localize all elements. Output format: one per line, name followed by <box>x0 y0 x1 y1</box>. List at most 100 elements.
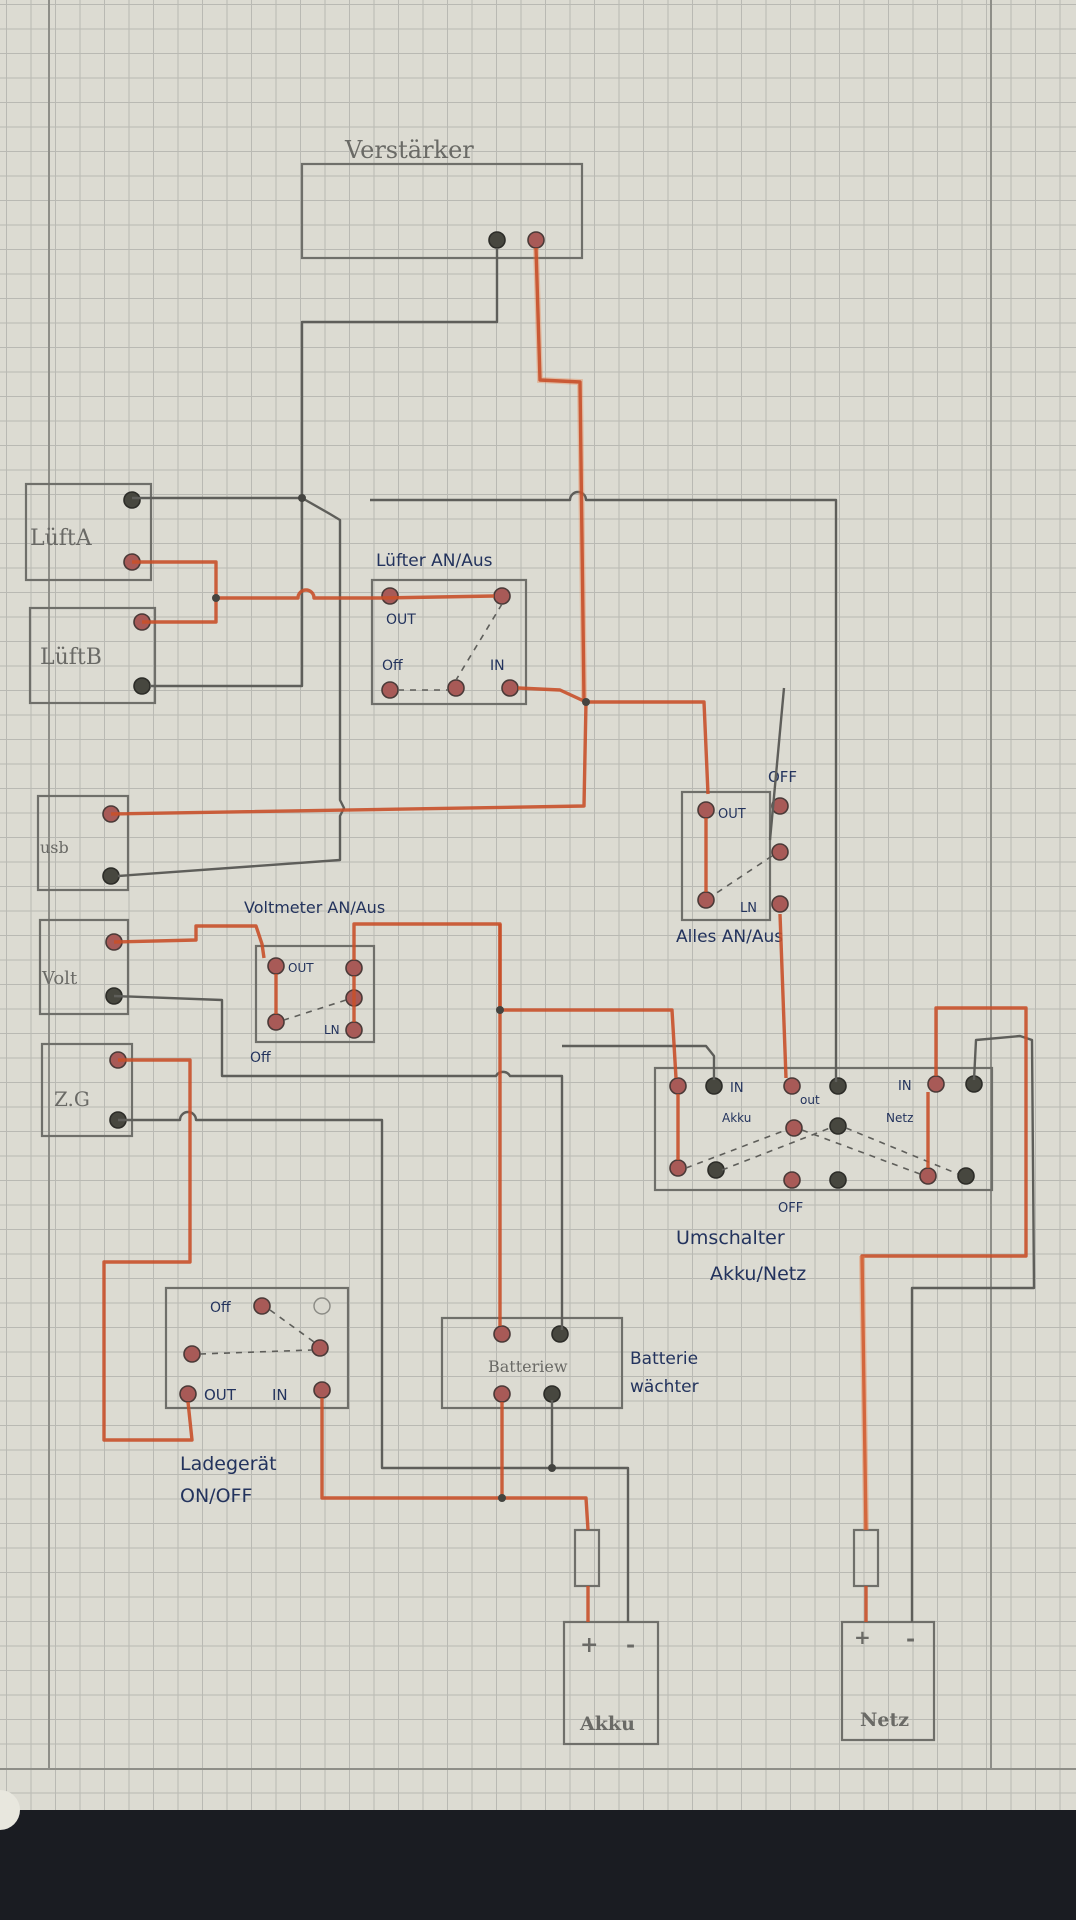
charger-switch-out-label: OUT <box>204 1386 237 1404</box>
battery-minus-label: - <box>626 1632 635 1658</box>
fan-switch-off-label: Off <box>382 658 403 674</box>
changeover-akku-label: Akku <box>722 1111 751 1125</box>
changeover-terminal-7 <box>785 1119 803 1137</box>
changeover-label: Umschalter <box>676 1227 785 1249</box>
mains-plus-label: + <box>854 1625 871 1649</box>
margin-line-bottom <box>0 1768 1076 1770</box>
usb-socket: usb <box>36 794 130 892</box>
notebook-ring <box>0 1790 20 1830</box>
margin-line-left <box>48 0 50 1770</box>
charger-switch-terminal-in <box>313 1381 331 1399</box>
margin-line-right <box>990 0 992 1770</box>
amplifier-label: Verstärker <box>344 136 474 164</box>
voltmeter: Volt <box>38 918 130 1016</box>
charger-switch-terminal-off <box>253 1297 271 1315</box>
changeover-terminal-4 <box>829 1077 847 1095</box>
wiring-diagram: Verstärker LüftA LüftB usb Volt Z.G Lüft… <box>24 136 1036 1746</box>
charger-switch-terminal-open <box>313 1297 331 1315</box>
changeover-in-netz-label: IN <box>898 1079 912 1094</box>
junction-6 <box>548 1464 556 1472</box>
changeover-off-label: OFF <box>778 1201 803 1216</box>
changeover-terminal-10 <box>707 1161 725 1179</box>
battery-guard-terminal-out-minus <box>543 1385 561 1403</box>
changeover-netz-label: Netz <box>886 1111 913 1125</box>
usb-label: usb <box>40 838 69 857</box>
charger-switch-label-2: ON/OFF <box>180 1485 252 1507</box>
main-switch-terminal-out <box>697 801 715 819</box>
cig-label: Z.G <box>54 1087 90 1111</box>
amplifier-terminal-minus <box>488 231 506 249</box>
fan-switch-out-label: OUT <box>386 612 416 628</box>
fan-switch: Lüfter AN/Aus OUT Off IN <box>370 551 528 706</box>
voltmeter-switch-in-label: LN <box>324 1023 340 1037</box>
speaker-a-label: LüftA <box>30 526 93 551</box>
charger-switch-label: Ladegerät <box>180 1453 277 1475</box>
battery-guard-label: Batterie <box>630 1349 698 1369</box>
charger-switch-off-label: Off <box>210 1300 231 1316</box>
charger-switch: Ladegerät ON/OFF Off OUT IN <box>164 1286 350 1507</box>
battery-guard-box-label: Batteriew <box>488 1357 568 1376</box>
fan-switch-terminal-in <box>501 679 519 697</box>
amplifier-terminal-plus <box>527 231 545 249</box>
battery-guard-label-2: wächter <box>630 1377 699 1397</box>
voltmeter-switch-label: Voltmeter AN/Aus <box>244 898 385 917</box>
junction-1 <box>298 494 306 502</box>
charger-switch-in-label: IN <box>272 1386 288 1404</box>
speaker-b: LüftB <box>28 606 157 705</box>
mains-label: Netz <box>860 1709 909 1731</box>
junction-4 <box>496 1006 504 1014</box>
battery-label: Akku <box>579 1713 635 1735</box>
negative-wires <box>113 248 1036 1622</box>
main-switch-out-label: OUT <box>718 807 746 822</box>
changeover-in-akku-label: IN <box>730 1081 744 1096</box>
fan-switch-terminal-common <box>447 679 465 697</box>
battery-guard-terminal-in-minus <box>551 1325 569 1343</box>
battery-guard-terminal-in-plus <box>493 1325 511 1343</box>
mains: Netz + - <box>840 1620 936 1742</box>
fan-switch-label: Lüfter AN/Aus <box>376 551 493 571</box>
junction-5 <box>498 1494 506 1502</box>
changeover-terminal-14 <box>957 1167 975 1185</box>
usb-terminal-minus <box>102 867 120 885</box>
fan-switch-terminal-out-1 <box>381 587 399 605</box>
speaker-b-terminal-2 <box>133 677 151 695</box>
main-switch-terminal-common <box>771 843 789 861</box>
battery-guard: Batteriew Batterie wächter <box>440 1316 699 1410</box>
main-switch-in-label: LN <box>740 901 757 916</box>
changeover-terminal-5 <box>927 1075 945 1093</box>
battery-guard-terminal-out-plus <box>493 1385 511 1403</box>
fan-switch-terminal-out-2 <box>493 587 511 605</box>
main-switch-off-label: OFF <box>768 768 797 786</box>
speaker-a-terminal-1 <box>123 491 141 509</box>
changeover-out-label: out <box>800 1093 820 1107</box>
changeover-terminal-1 <box>669 1077 687 1095</box>
amplifier: Verstärker <box>300 136 584 260</box>
battery-fuse <box>573 1528 601 1588</box>
mains-minus-label: - <box>906 1626 915 1652</box>
main-switch-terminal-out-2 <box>697 891 715 909</box>
junction-2 <box>212 594 220 602</box>
voltmeter-switch-out-label: OUT <box>288 961 314 975</box>
voltmeter-switch-terminal-top <box>345 959 363 977</box>
changeover-switch: Umschalter Akku/Netz IN Akku out IN Netz… <box>653 1066 994 1285</box>
changeover-terminal-13 <box>919 1167 937 1185</box>
changeover-terminal-8 <box>829 1117 847 1135</box>
voltmeter-switch-off-label: Off <box>250 1050 271 1066</box>
main-switch-label: Alles AN/Aus <box>676 927 783 947</box>
voltmeter-switch-terminal-out <box>267 957 285 975</box>
positive-wires <box>102 247 1028 1622</box>
voltmeter-switch-terminal-in <box>345 1021 363 1039</box>
charger-switch-terminal-common <box>311 1339 329 1357</box>
speaker-b-label: LüftB <box>40 645 102 670</box>
battery: Akku + - <box>562 1620 660 1746</box>
changeover-terminal-2 <box>705 1077 723 1095</box>
changeover-label-2: Akku/Netz <box>710 1263 806 1285</box>
main-switch-terminal-in <box>771 895 789 913</box>
charger-switch-terminal-out <box>179 1385 197 1403</box>
charger-switch-terminal-1 <box>183 1345 201 1363</box>
volt-label: Volt <box>41 968 78 989</box>
fan-switch-in-label: IN <box>490 658 505 674</box>
changeover-terminal-3 <box>783 1077 801 1095</box>
changeover-terminal-9 <box>669 1159 687 1177</box>
voltmeter-switch-terminal-off <box>267 1013 285 1031</box>
